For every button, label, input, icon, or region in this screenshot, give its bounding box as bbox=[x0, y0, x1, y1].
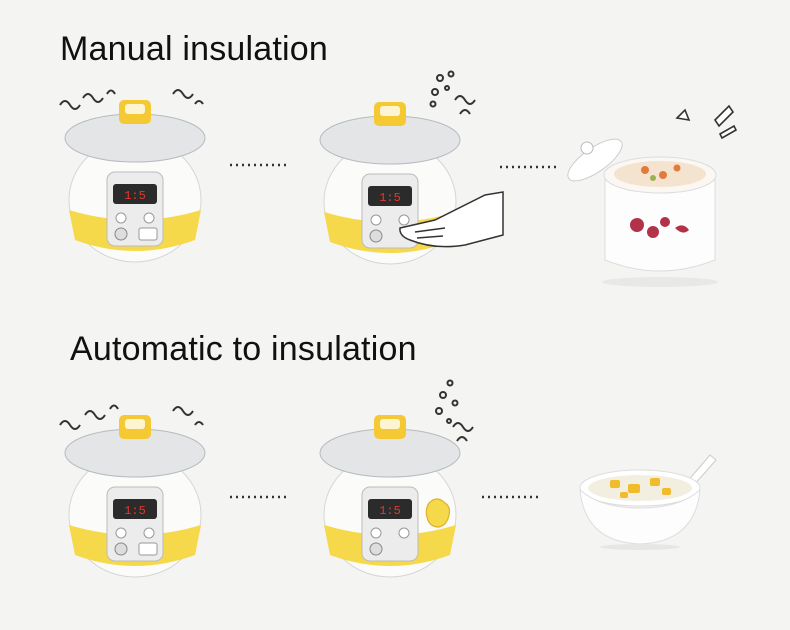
svg-text:1:5: 1:5 bbox=[379, 191, 401, 205]
bowl-of-dessert-soup bbox=[570, 450, 720, 550]
slow-cooker-with-steam: 1:5 bbox=[55, 80, 215, 265]
dotted-arrow-icon bbox=[500, 162, 560, 172]
dotted-arrow-icon bbox=[230, 492, 290, 502]
steam-lines-icon bbox=[59, 404, 204, 430]
manual-insulation-row: 1:5 1:5 bbox=[0, 60, 790, 300]
svg-text:1:5: 1:5 bbox=[124, 504, 146, 518]
pointing-hand-icon bbox=[399, 191, 504, 248]
section-heading-manual: Manual insulation bbox=[60, 30, 329, 68]
steam-lines-icon bbox=[429, 70, 476, 115]
dotted-arrow-icon bbox=[480, 492, 542, 502]
ceramic-pot-with-porridge bbox=[565, 100, 745, 290]
svg-text:1:5: 1:5 bbox=[379, 504, 401, 518]
automatic-insulation-row: 1:5 1:5 bbox=[0, 370, 790, 620]
display-digits: 1:5 bbox=[124, 189, 146, 203]
steam-lines-icon bbox=[435, 379, 474, 442]
section-heading-automatic: Automatic to insulation bbox=[70, 330, 417, 368]
steam-lines-icon bbox=[59, 89, 204, 110]
slow-cooker-hand-pressing: 1:5 bbox=[315, 70, 505, 265]
pointing-hand-icon bbox=[425, 498, 451, 528]
dotted-arrow-icon bbox=[230, 160, 290, 170]
slow-cooker-auto-mode: 1:5 bbox=[315, 375, 505, 580]
slow-cooker-with-steam: 1:5 bbox=[55, 395, 215, 580]
